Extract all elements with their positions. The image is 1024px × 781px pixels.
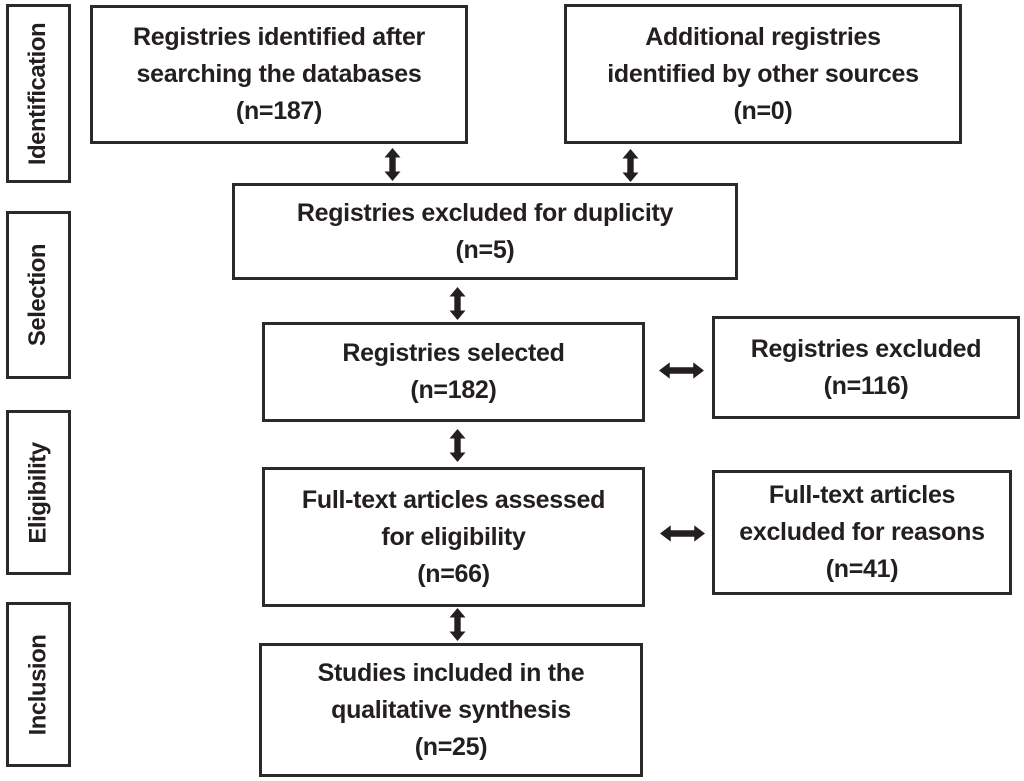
box-excluded-duplicity-text: Registries excluded for duplicity (n=5)	[296, 198, 674, 264]
horizontal-double-arrow-icon	[660, 525, 705, 542]
box-registries-identified-text: Registries identified after searching th…	[133, 23, 425, 125]
stage-box-identification: Identification	[6, 4, 71, 183]
vertical-double-arrow-icon	[384, 148, 401, 181]
stage-box-eligibility: Eligibility	[6, 410, 71, 575]
box-registries-selected-text: Registries selected (n=182)	[342, 339, 565, 404]
vertical-double-arrow-icon	[449, 429, 466, 462]
box-excluded-duplicity: Registries excluded for duplicity (n=5)	[232, 183, 738, 280]
box-fulltext-excluded-text: Full-text articles excluded for reasons …	[739, 481, 985, 583]
box-fulltext-assessed-text: Full-text articles assessed for eligibil…	[301, 485, 606, 588]
vertical-double-arrow-icon	[449, 287, 466, 320]
stage-box-selection: Selection	[6, 211, 71, 379]
box-registries-identified: Registries identified after searching th…	[90, 5, 468, 144]
box-registries-excluded: Registries excluded (n=116)	[712, 316, 1020, 419]
stage-box-inclusion: Inclusion	[6, 602, 71, 767]
stage-label-eligibility: Eligibility	[24, 441, 52, 544]
box-fulltext-excluded: Full-text articles excluded for reasons …	[712, 470, 1012, 595]
box-registries-excluded-text: Registries excluded (n=116)	[750, 334, 982, 400]
box-fulltext-assessed: Full-text articles assessed for eligibil…	[262, 467, 645, 607]
box-additional-registries: Additional registries identified by othe…	[564, 4, 962, 144]
stage-label-identification: Identification	[24, 22, 52, 165]
vertical-double-arrow-icon	[622, 149, 639, 182]
stage-label-inclusion: Inclusion	[24, 634, 52, 735]
stage-label-selection: Selection	[24, 243, 52, 347]
box-studies-included: Studies included in the qualitative synt…	[259, 643, 643, 777]
vertical-double-arrow-icon	[449, 608, 466, 641]
box-registries-selected: Registries selected (n=182)	[262, 322, 645, 422]
box-studies-included-text: Studies included in the qualitative synt…	[317, 658, 585, 761]
horizontal-double-arrow-icon	[659, 362, 704, 379]
box-additional-registries-text: Additional registries identified by othe…	[607, 22, 919, 125]
